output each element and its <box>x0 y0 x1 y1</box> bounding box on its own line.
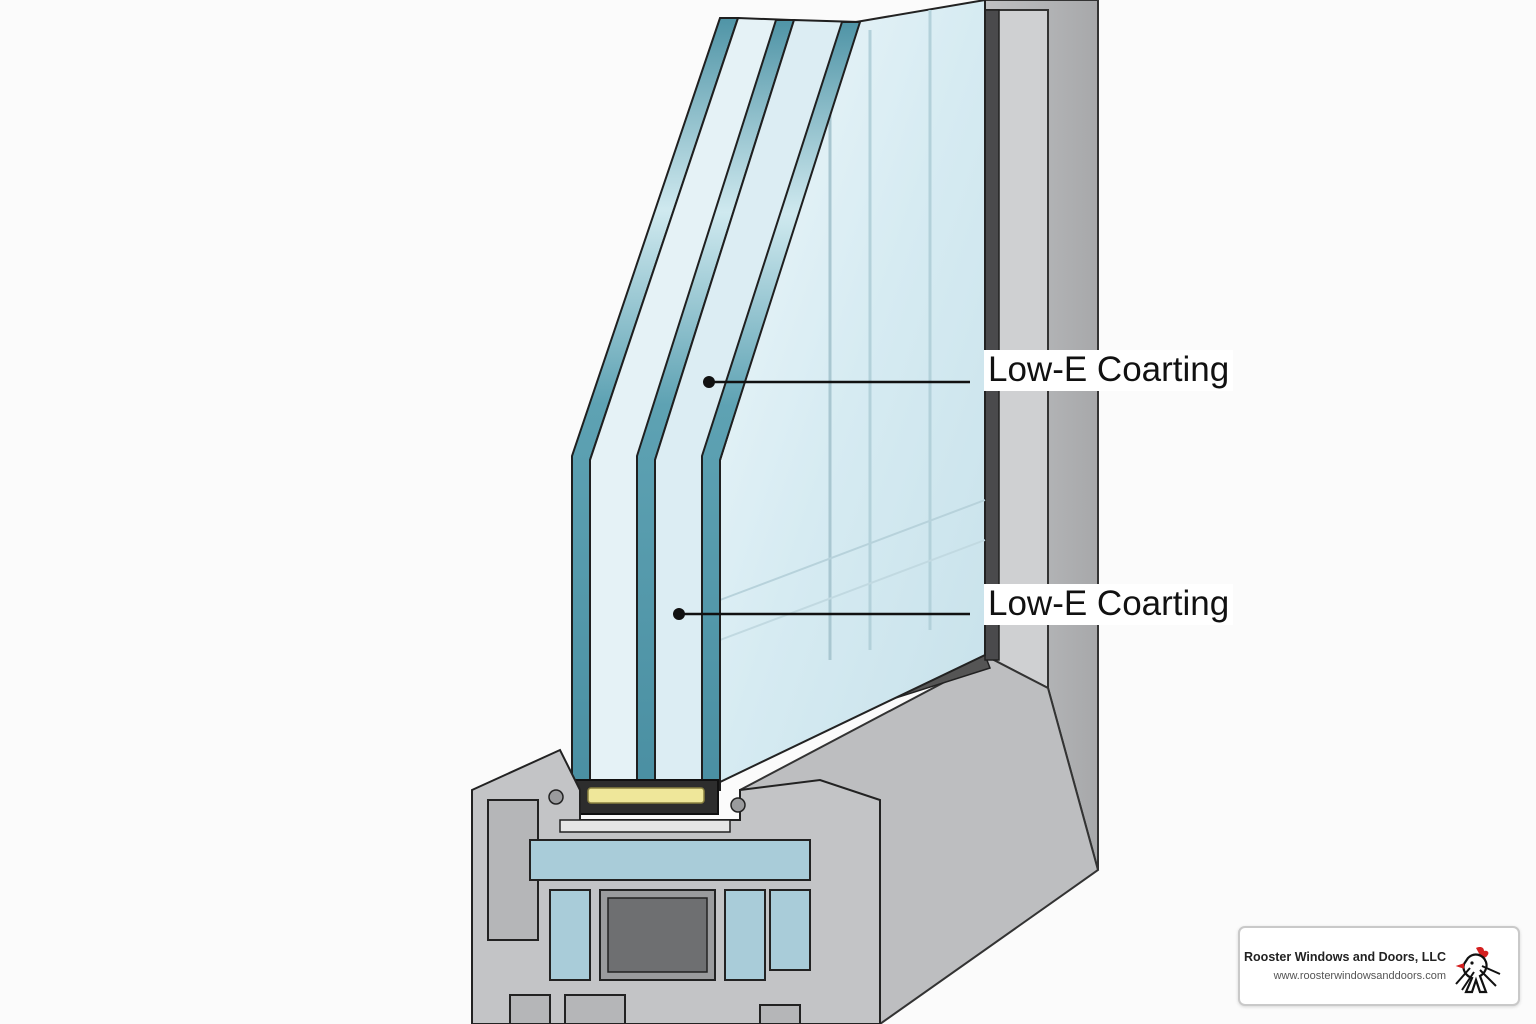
low-e-coating-label-lower: Low-E Coarting <box>984 584 1234 625</box>
brand-name: Rooster Windows and Doors, LLC <box>1244 950 1446 964</box>
glass-pane-inner <box>701 21 862 791</box>
callout-leader-1 <box>703 376 970 388</box>
frame-profile-bottom <box>471 748 881 1024</box>
brand-card: Rooster Windows and Doors, LLC www.roost… <box>1238 926 1520 1006</box>
callout-leader-2 <box>673 608 970 620</box>
brand-url: www.roosterwindowsanddoors.com <box>1273 970 1446 982</box>
rooster-logo-icon <box>1455 947 1501 994</box>
spacer-insulation <box>573 779 719 815</box>
low-e-coating-label-upper: Low-E Coarting <box>984 350 1234 391</box>
